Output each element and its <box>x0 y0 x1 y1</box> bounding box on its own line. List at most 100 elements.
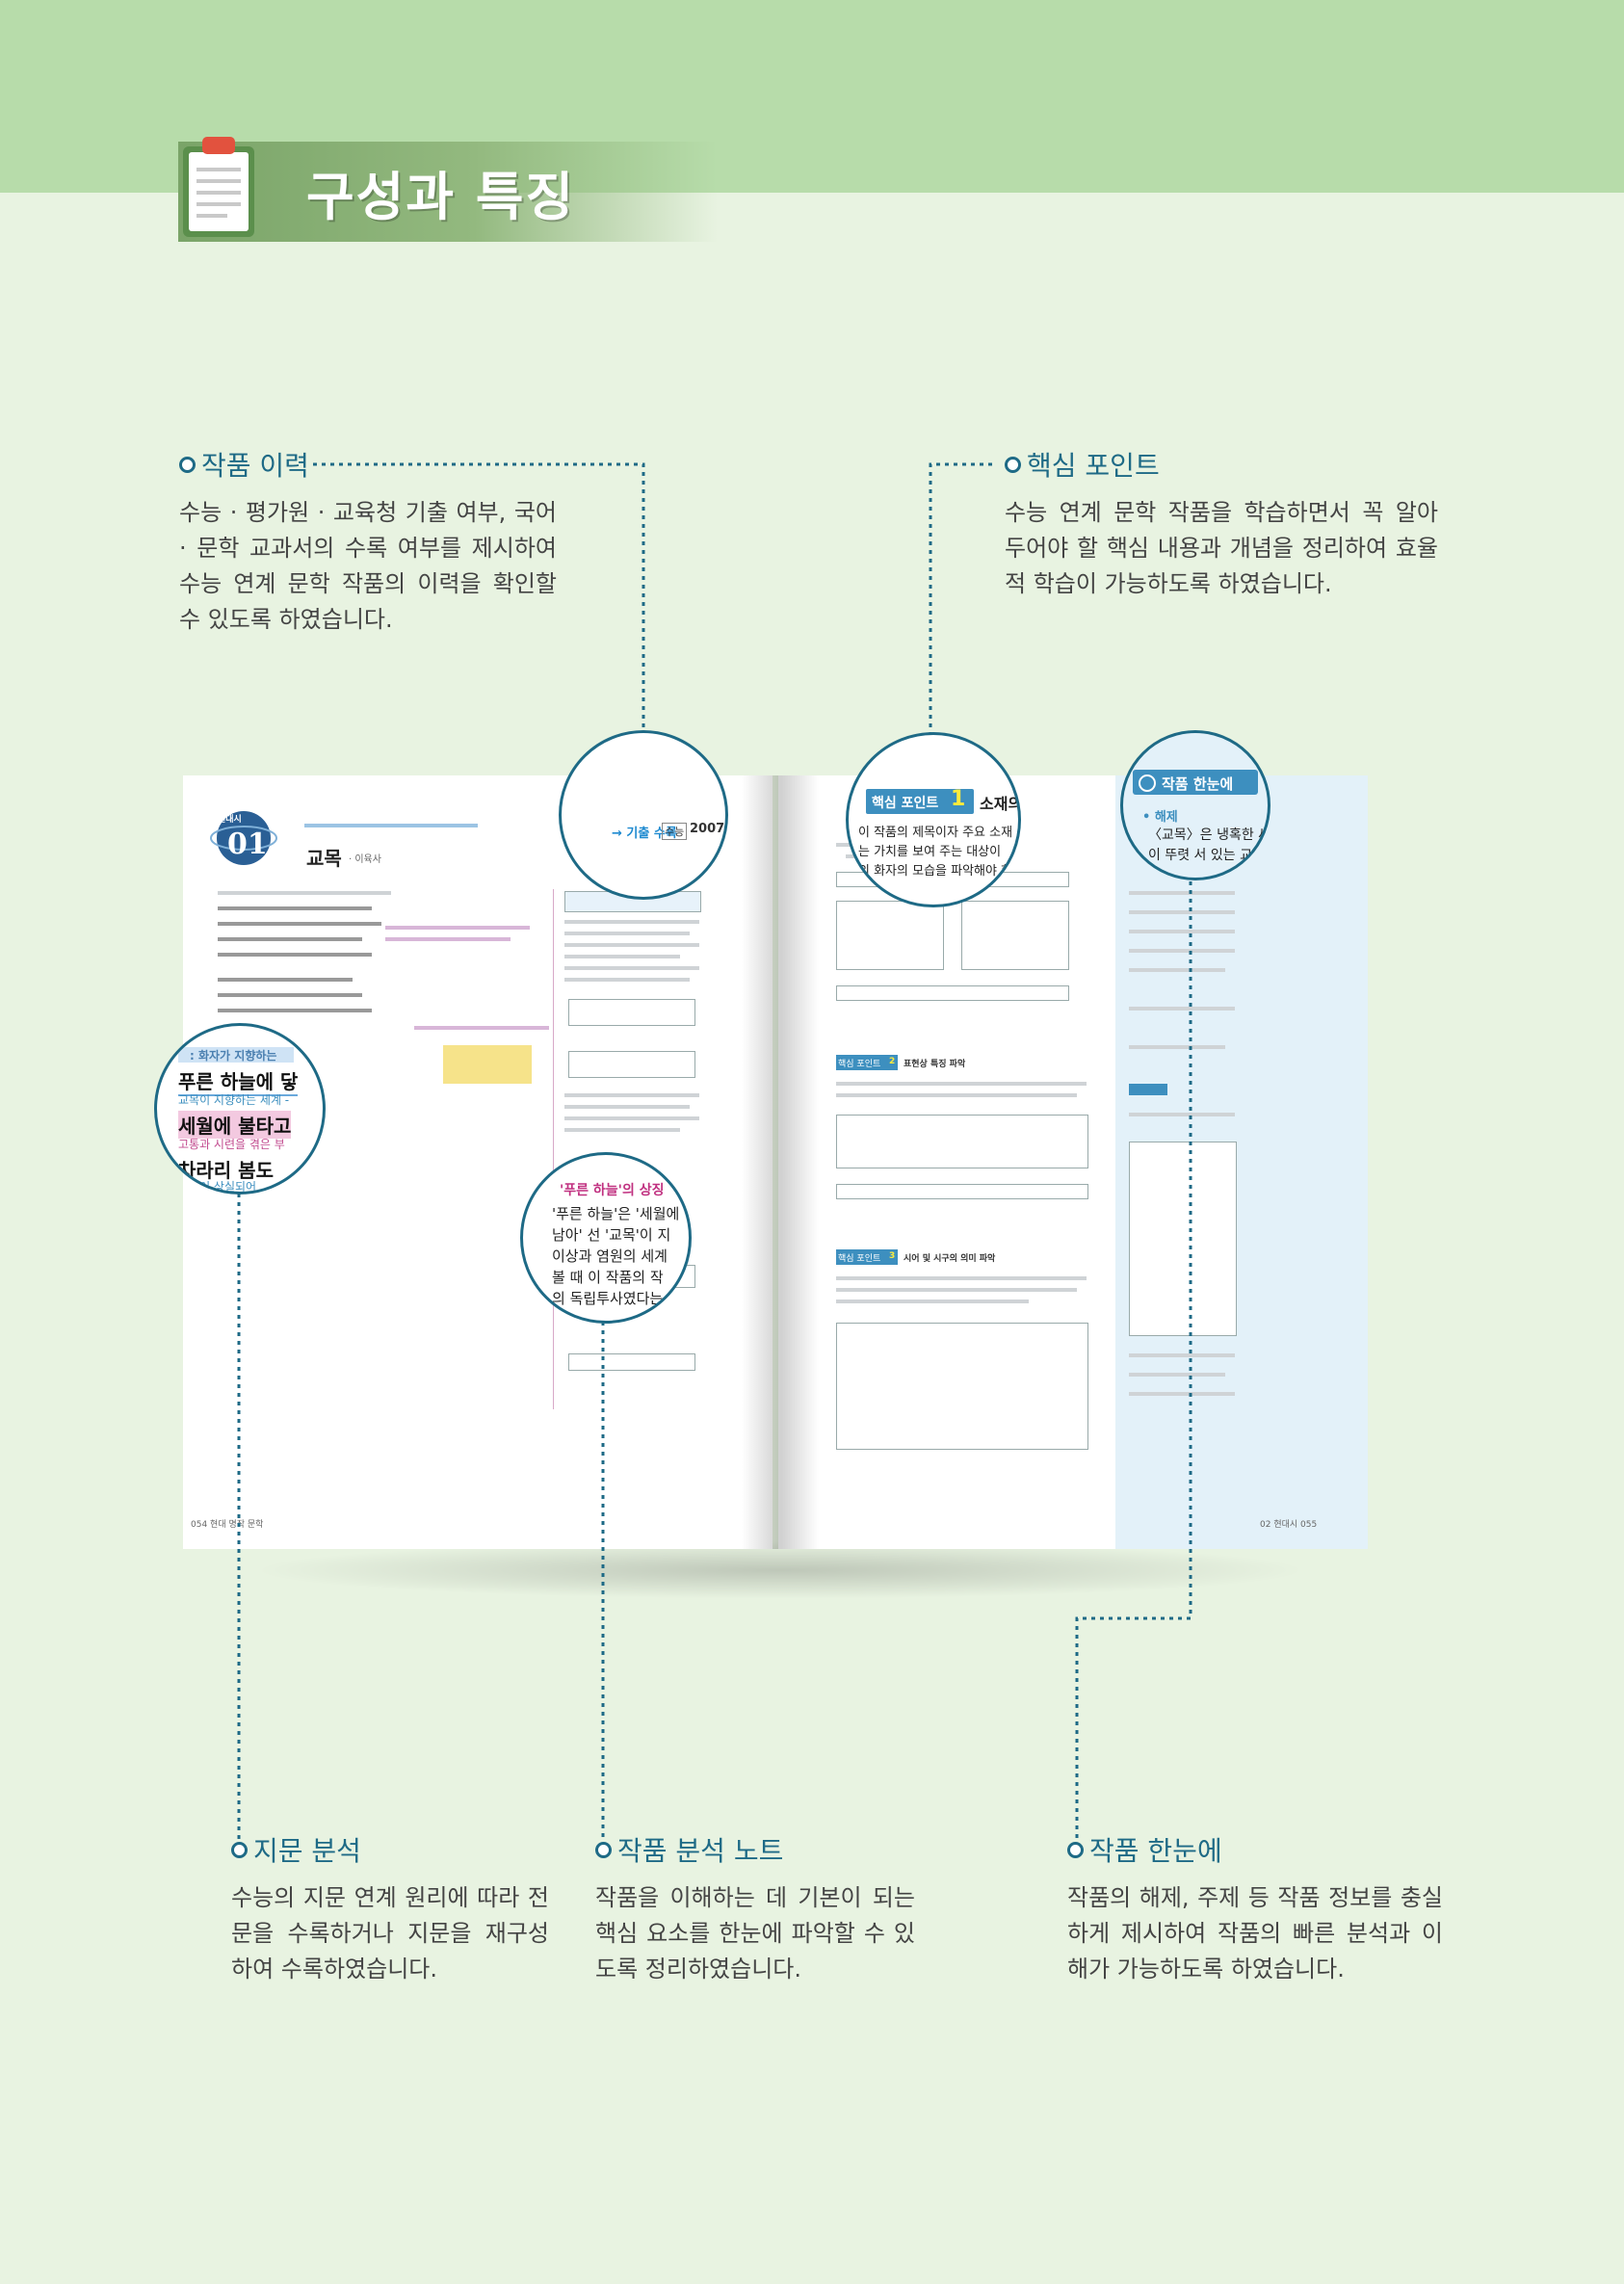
diagram-box <box>836 985 1069 1001</box>
text-line <box>1129 949 1235 953</box>
text-line <box>564 1128 680 1132</box>
text-line <box>564 955 680 958</box>
note-box <box>568 999 695 1026</box>
text-line <box>836 1082 1087 1086</box>
text-line <box>218 937 362 941</box>
feature-description: 작품의 해제, 주제 등 작품 정보를 충실하게 제시하여 작품의 빠른 분석과… <box>1067 1884 1443 1982</box>
text-line <box>1129 1113 1235 1116</box>
passage-line-3: 차라리 봄도 <box>178 1159 274 1182</box>
keypoint-badge <box>866 789 974 814</box>
text-line <box>218 922 381 926</box>
text-line <box>1129 1353 1235 1357</box>
column-divider <box>553 889 554 1409</box>
right-page: 핵심 포인트 2 표현상 특징 파악 핵심 포인트 3 시어 및 시구의 의미 … <box>778 775 1368 1549</box>
feature-keypoint: 핵심 포인트 수능 연계 문학 작품을 학습하면서 꼭 알아 두어야 할 핵심 … <box>1005 445 1438 602</box>
glance-subheading: • 해제 <box>1142 810 1178 825</box>
keypoint-line: 이 작품의 제목이자 주요 소재 <box>858 826 1013 840</box>
text-line <box>1129 910 1235 914</box>
text-line <box>1129 1373 1225 1377</box>
feature-history: 작품 이력 수능 · 평가원 · 교육청 기출 여부, 국어 · 문학 교과서의… <box>179 445 557 638</box>
passage-line-2: 세월에 불타고 <box>178 1111 292 1139</box>
text-line <box>218 978 353 982</box>
text-line <box>836 1276 1087 1280</box>
text-line <box>836 1288 1077 1292</box>
diagram-box <box>836 1184 1088 1199</box>
keypoint-line: 의 화자의 모습을 파악해야 한다. <box>858 864 1021 879</box>
highlight-swatch <box>178 1047 294 1063</box>
text-line <box>564 920 699 924</box>
keypoint-title: 시어 및 시구의 의미 파악 <box>904 1254 996 1264</box>
text-line <box>218 993 362 997</box>
text-line <box>414 1026 549 1030</box>
text-line <box>1129 968 1225 972</box>
magnifier-note: '푸른 하늘'의 상징 '푸른 하늘'은 '세월에 남아' 선 '교목'이 지 … <box>520 1152 692 1324</box>
feature-description: 수능의 지문 연계 원리에 따라 전문을 수록하거나 지문을 재구성하여 수록하… <box>231 1884 549 1982</box>
note-line: 남아' 선 '교목'이 지 <box>552 1226 671 1244</box>
feature-label: 작품 한눈에 <box>1089 1835 1222 1867</box>
history-tag: 수능 <box>662 823 688 840</box>
text-line <box>564 966 699 970</box>
glance-line: 이 뚜렷 서 있는 교 <box>1148 848 1252 863</box>
text-line <box>1129 1007 1235 1011</box>
feature-analysis-note: 작품 분석 노트 작품을 이해하는 데 기본이 되는 핵심 요소를 한눈에 파악… <box>595 1830 915 1987</box>
magnifier-glance: 작품 한눈에 • 해제 〈교목〉은 냉혹한 세 이 뚜렷 서 있는 교 <box>1120 730 1270 880</box>
text-line <box>218 891 391 895</box>
diagram-box <box>836 901 944 970</box>
title-bar <box>178 142 718 242</box>
feature-description: 수능 연계 문학 작품을 학습하면서 꼭 알아 두어야 할 핵심 내용과 개념을… <box>1005 499 1438 597</box>
glance-circle-icon <box>1139 774 1156 792</box>
work-title: 교목 <box>306 847 342 870</box>
text-line <box>564 932 690 935</box>
keypoint-title: 소재의 <box>980 795 1021 813</box>
note-heading: '푸른 하늘'의 상징 <box>560 1183 665 1198</box>
text-line <box>218 953 372 957</box>
glance-body: 〈교목〉은 냉혹한 세 이 뚜렷 서 있는 교 <box>1148 826 1270 866</box>
text-line <box>836 1093 1077 1097</box>
note-line: 볼 때 이 작품의 작 <box>552 1269 664 1286</box>
text-line <box>385 937 511 941</box>
text-line <box>1129 1392 1235 1396</box>
text-line <box>564 943 699 947</box>
keypoint-number: 3 <box>889 1251 896 1261</box>
keypoint-line: 는 가치를 보여 주는 대상이 <box>858 845 1002 859</box>
text-line <box>564 1116 699 1120</box>
work-number: 01 <box>227 827 268 861</box>
note-line: 의 독립투사였다는 <box>552 1290 664 1307</box>
page-footer: 02 현대시 055 <box>1260 1520 1318 1530</box>
feature-label: 지문 분석 <box>253 1835 361 1867</box>
note-box <box>568 1051 695 1078</box>
passage-gloss-2: 고통과 시련을 겪은 부 <box>178 1138 285 1151</box>
left-page: 현대시 01 교목 · 이육사 054 현대 명작 문학 <box>183 775 773 1549</box>
text-line <box>1129 930 1235 933</box>
note-body: '푸른 하늘'은 '세월에 남아' 선 '교목'이 지 이상과 염원의 세계 볼… <box>552 1203 679 1309</box>
text-line <box>564 1093 699 1097</box>
text-line <box>564 1105 690 1109</box>
note-line: 이상과 염원의 세계 <box>552 1247 668 1265</box>
text-line <box>1129 1045 1225 1049</box>
glance-tag <box>1129 1084 1167 1095</box>
bullet-ring-icon <box>231 1841 248 1858</box>
highlight-legend: : 화자가 지향하는 <box>190 1049 277 1063</box>
feature-label: 작품 이력 <box>201 450 309 482</box>
section-badge: 현대시 <box>218 815 242 825</box>
glance-box <box>1129 1142 1237 1336</box>
keypoint-body: 이 작품의 제목이자 주요 소재 는 가치를 보여 주는 대상이 의 화자의 모… <box>858 824 1021 881</box>
text-line <box>385 926 530 930</box>
feature-description: 작품을 이해하는 데 기본이 되는 핵심 요소를 한눈에 파악할 수 있도록 정… <box>595 1884 915 1982</box>
feature-at-a-glance: 작품 한눈에 작품의 해제, 주제 등 작품 정보를 충실하게 제시하여 작품의… <box>1067 1830 1443 1987</box>
passage-gloss-3: 희망이 상실되어 <box>178 1180 257 1194</box>
feature-passage: 지문 분석 수능의 지문 연계 원리에 따라 전문을 수록하거나 지문을 재구성… <box>231 1830 549 1987</box>
bullet-ring-icon <box>1067 1841 1084 1858</box>
feature-description: 수능 · 평가원 · 교육청 기출 여부, 국어 · 문학 교과서의 수록 여부… <box>179 499 557 633</box>
history-year: 2007 <box>690 822 725 836</box>
passage-line-1: 푸른 하늘에 닿 <box>178 1066 299 1096</box>
bullet-ring-icon <box>1005 456 1021 473</box>
note-line: '푸른 하늘'은 '세월에 <box>552 1205 680 1222</box>
page-title: 구성과 특징 <box>306 167 576 227</box>
glance-title: 작품 한눈에 <box>1162 775 1234 793</box>
page-footer: 054 현대 명작 문학 <box>191 1520 264 1530</box>
work-author: · 이육사 <box>349 854 381 865</box>
book-spread: 현대시 01 교목 · 이육사 054 현대 명작 문학 <box>183 775 1368 1549</box>
glance-line: 〈교목〉은 냉혹한 세 <box>1148 827 1270 843</box>
